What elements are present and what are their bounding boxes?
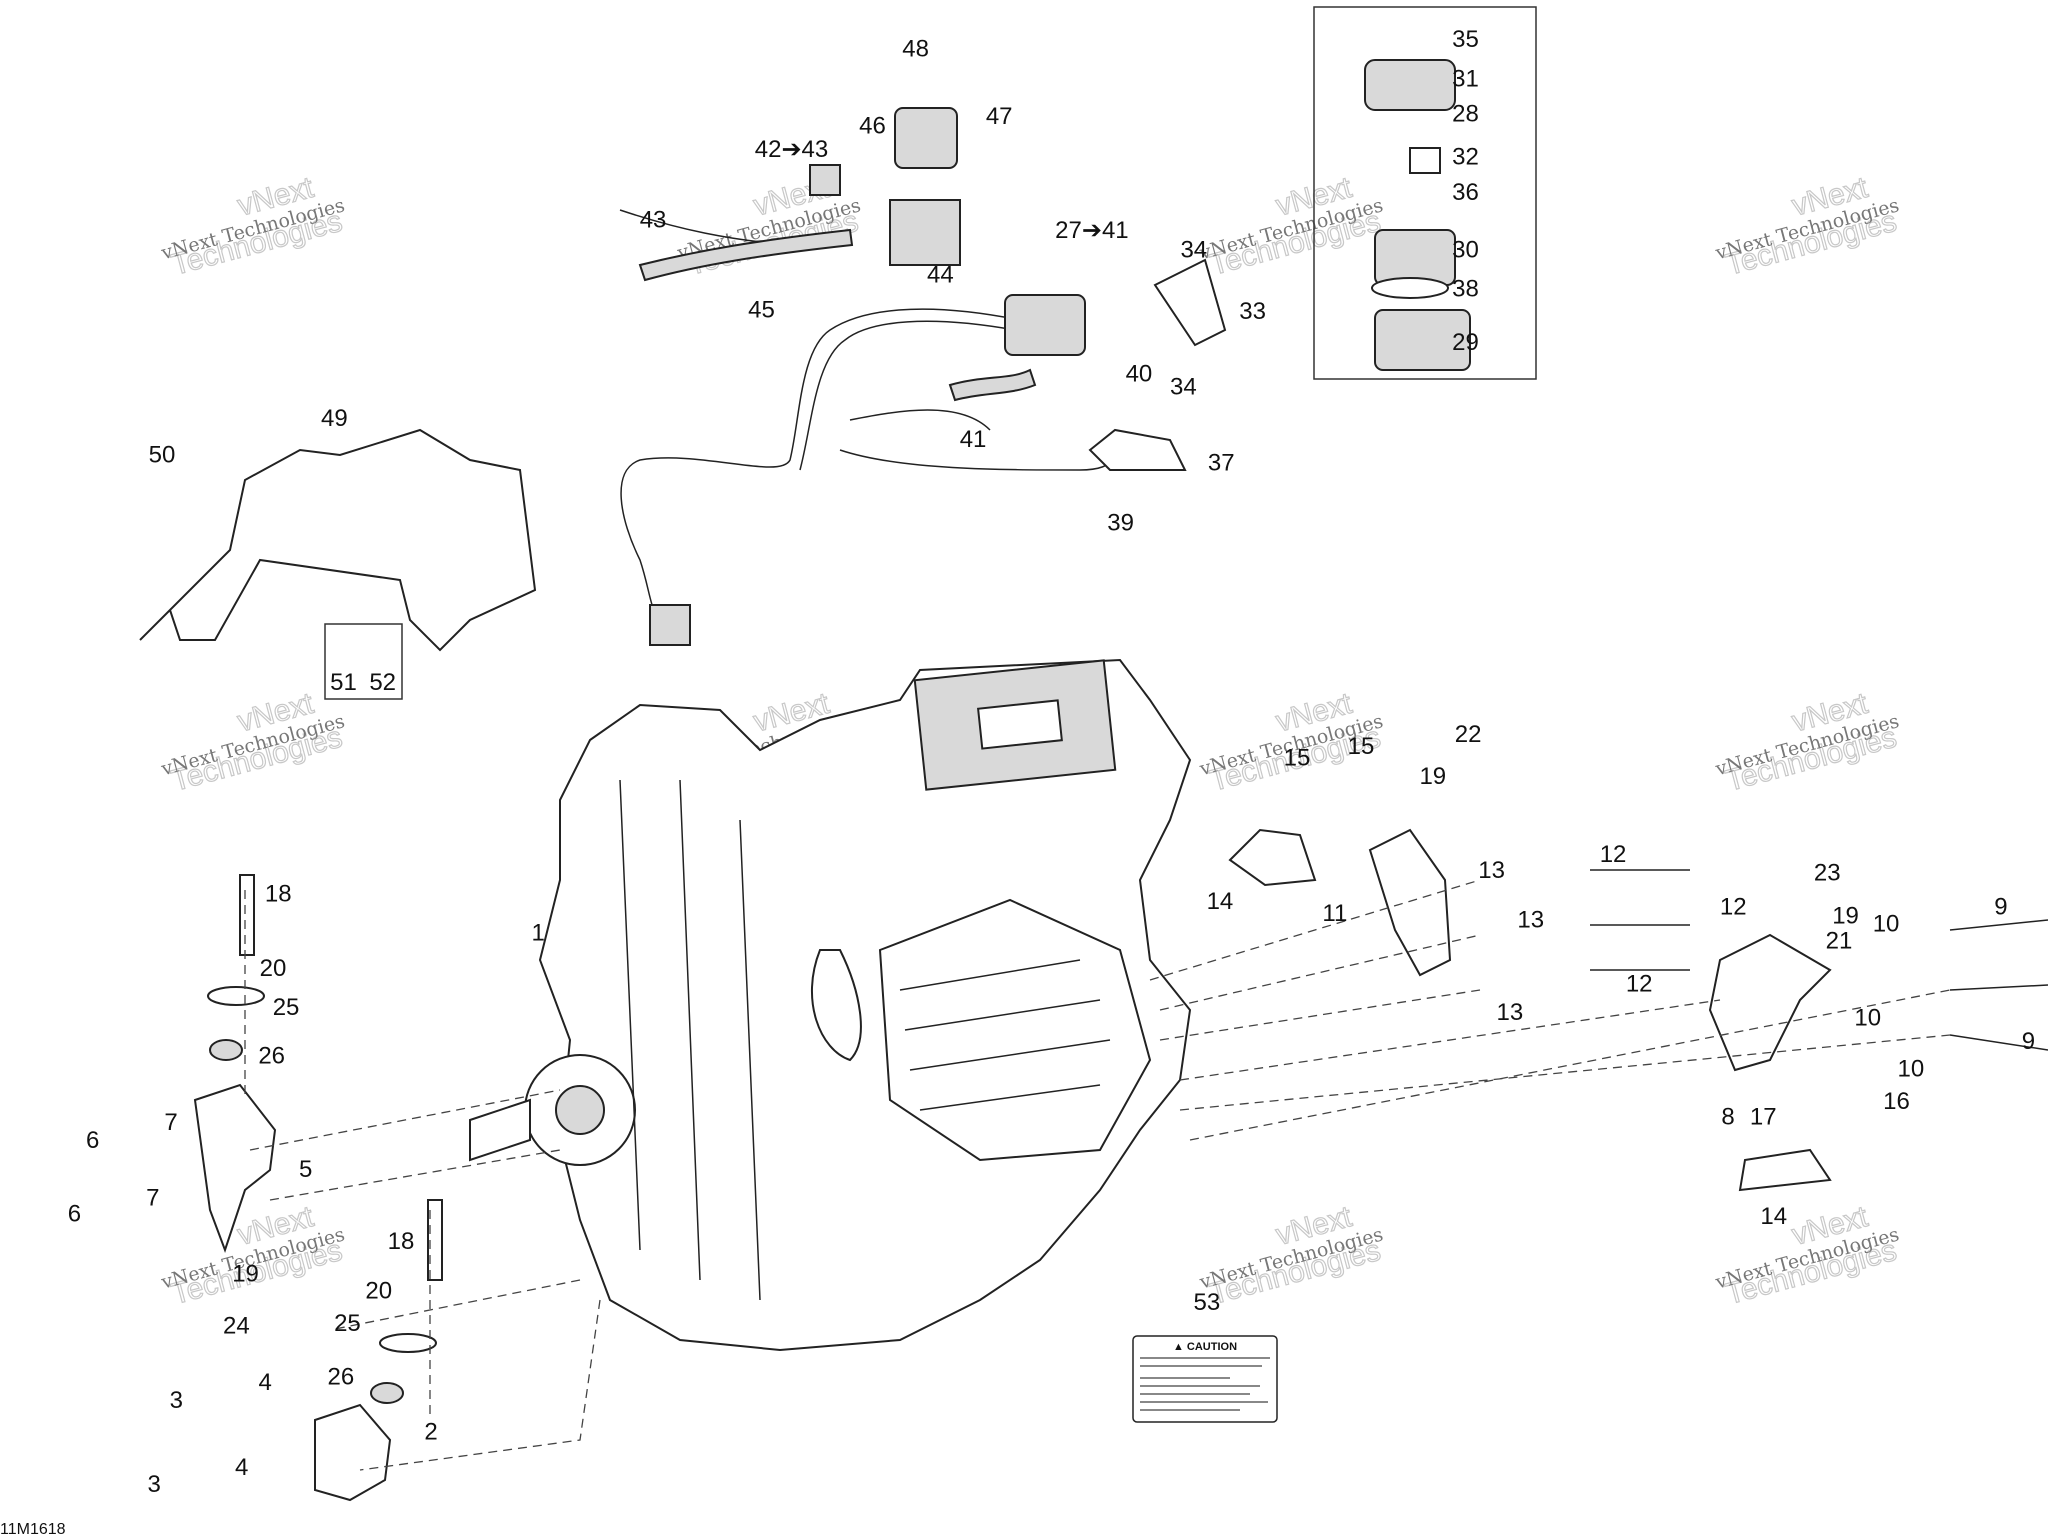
callout-18: 18: [388, 1228, 415, 1255]
leader-dashes: [244, 879, 1951, 1471]
engine-assembly: [469, 658, 1192, 1352]
callout-24: 24: [223, 1313, 250, 1340]
callout-32: 32: [1452, 144, 1479, 171]
callout-11: 11: [1322, 900, 1347, 927]
callout-10: 10: [1854, 1004, 1881, 1031]
callout-13: 13: [1517, 907, 1544, 934]
callout-7: 7: [146, 1185, 159, 1212]
callout-6: 6: [68, 1200, 81, 1227]
callout-28: 28: [1452, 101, 1479, 128]
callout-20: 20: [365, 1277, 392, 1304]
callouts: 3531283236303829484742➔434643444527➔4134…: [68, 26, 2035, 1498]
cables: [619, 209, 1111, 646]
callout-18: 18: [265, 880, 292, 907]
callout-14: 14: [1760, 1203, 1787, 1230]
callout-3: 3: [147, 1471, 160, 1498]
callout-52: 52: [369, 669, 396, 696]
callout-34: 34: [1180, 236, 1207, 263]
callout-3: 3: [170, 1387, 183, 1414]
callout-21: 21: [1826, 927, 1853, 954]
callout-20: 20: [260, 955, 287, 982]
callout-5: 5: [299, 1156, 312, 1183]
callout-13: 13: [1497, 999, 1524, 1026]
callout-4: 4: [235, 1454, 248, 1481]
callout-42-43: 42➔43: [755, 136, 829, 163]
callout-30: 30: [1452, 236, 1479, 263]
callout-39: 39: [1107, 509, 1134, 536]
callout-22: 22: [1455, 721, 1482, 748]
callout-9: 9: [2022, 1028, 2035, 1055]
callout-4: 4: [258, 1369, 271, 1396]
callout-6: 6: [86, 1127, 99, 1154]
callout-10: 10: [1898, 1055, 1925, 1082]
callout-12: 12: [1626, 971, 1653, 998]
callout-45: 45: [748, 297, 775, 324]
callout-38: 38: [1452, 276, 1479, 303]
callout-33: 33: [1239, 298, 1266, 325]
callout-7: 7: [164, 1109, 177, 1136]
callout-43: 43: [640, 206, 667, 233]
caution-title: ▲ CAUTION: [1173, 1341, 1237, 1353]
callout-10: 10: [1873, 910, 1900, 937]
callout-36: 36: [1452, 179, 1479, 206]
callout-25: 25: [334, 1310, 361, 1337]
group-box-switch: [1313, 6, 1537, 380]
callout-48: 48: [902, 35, 929, 62]
callout-19: 19: [1832, 903, 1859, 930]
switch-housing-parts: [809, 59, 1471, 471]
callout-13: 13: [1478, 857, 1505, 884]
callout-31: 31: [1452, 65, 1479, 92]
callout-27-41: 27➔41: [1055, 217, 1129, 244]
callout-41: 41: [960, 426, 987, 453]
callout-12: 12: [1720, 893, 1747, 920]
callout-50: 50: [149, 442, 176, 469]
callout-26: 26: [328, 1364, 355, 1391]
callout-14: 14: [1207, 888, 1234, 915]
engine-cover-bracket: [139, 428, 537, 652]
callout-44: 44: [927, 261, 954, 288]
callout-34: 34: [1170, 374, 1197, 401]
group-box-51-52: [324, 623, 403, 700]
callout-25: 25: [273, 994, 300, 1021]
callout-26: 26: [258, 1042, 285, 1069]
callout-51: 51: [330, 669, 357, 696]
callout-29: 29: [1452, 329, 1479, 356]
callout-40: 40: [1126, 361, 1153, 388]
callout-15: 15: [1284, 745, 1311, 772]
right-mounts: [1228, 828, 2048, 1192]
callout-16: 16: [1883, 1088, 1910, 1115]
callout-37: 37: [1208, 449, 1235, 476]
callout-53: 53: [1194, 1289, 1221, 1316]
callout-12: 12: [1600, 841, 1627, 868]
callout-49: 49: [321, 405, 348, 432]
callout-1: 1: [531, 920, 544, 947]
drawing-code: 11M1618: [0, 1521, 66, 1536]
callout-35: 35: [1452, 26, 1479, 53]
callout-15: 15: [1348, 733, 1375, 760]
callout-2: 2: [424, 1419, 437, 1446]
left-mounts: [193, 874, 443, 1502]
callout-46: 46: [859, 112, 886, 139]
callout-17: 17: [1750, 1104, 1777, 1131]
callout-23: 23: [1814, 859, 1841, 886]
callout-19: 19: [232, 1260, 259, 1287]
caution-label: ▲ CAUTION: [1132, 1335, 1278, 1423]
callout-9: 9: [1994, 893, 2007, 920]
callout-8: 8: [1721, 1104, 1734, 1131]
callout-19: 19: [1419, 763, 1446, 790]
callout-47: 47: [986, 103, 1013, 130]
